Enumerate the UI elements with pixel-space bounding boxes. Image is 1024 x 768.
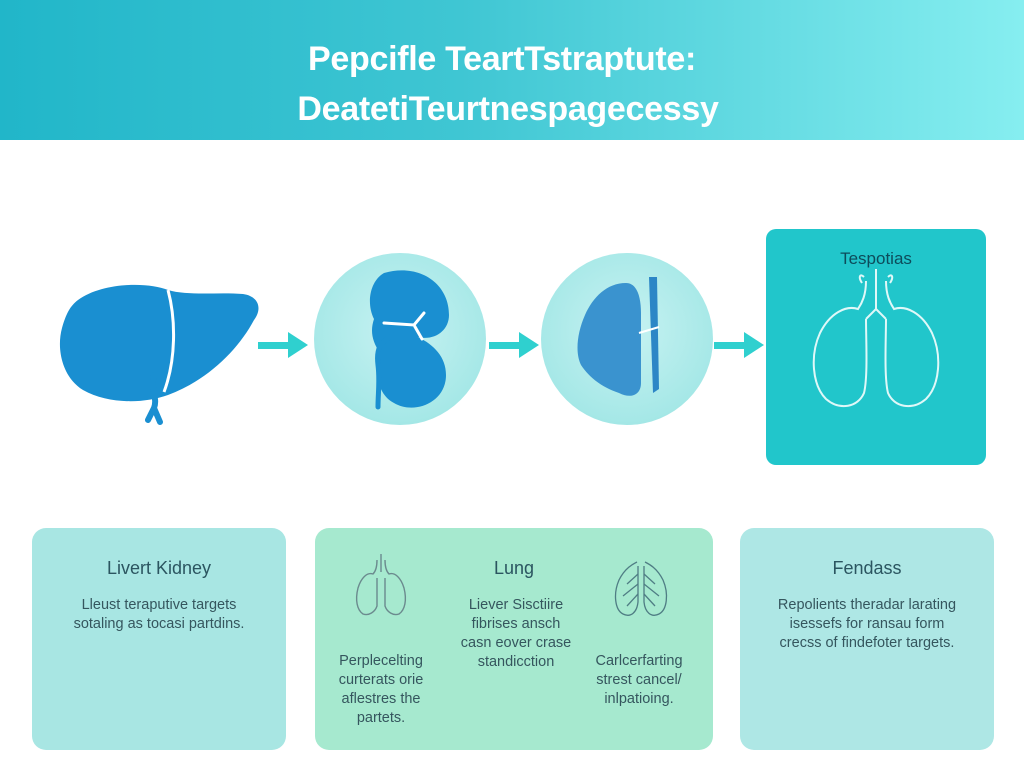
card-text-line: aflestres the (341, 691, 421, 707)
card-text-line: partets. (356, 710, 406, 726)
kidney-icon (369, 270, 449, 410)
card-center-text: Liever Sisctiire fibrises ansch casn eov… (431, 596, 601, 672)
flow-arrow-1-icon (258, 332, 308, 358)
card-text-line: curterats orie (338, 672, 424, 688)
card-title: Fendass (832, 558, 902, 578)
info-card-liver-kidney: Livert Kidney Lleust teraputive targets … (32, 528, 286, 750)
page-title-line-1: Pepcifle TeartTstraptute: (308, 40, 696, 78)
liver-icon (59, 284, 259, 425)
final-stage-box: Tespotias (766, 229, 986, 465)
card-title: Livert Kidney (106, 558, 212, 578)
card-text-line: casn eover crase (460, 635, 572, 651)
page-title-line-2: DeatetiTeurtnespagecessy (297, 90, 719, 128)
card-text-line: Lleust teraputive targets (81, 597, 237, 613)
card-text-line: standicction (477, 654, 555, 670)
card-text-line: crecss of findefoter targets. (779, 635, 955, 651)
lungs-bronchi-icon (614, 561, 668, 616)
flow-arrow-3-icon (714, 332, 764, 358)
card-text-line: inlpatioing. (604, 691, 674, 707)
lung-half-icon (577, 277, 660, 396)
card-text-line: sotaling as tocasi partdins. (73, 616, 245, 632)
lungs-icon (812, 269, 940, 408)
card-text-line: fibrises ansch (471, 616, 561, 632)
flow-arrow-2-icon (489, 332, 539, 358)
card-text-line: isessefs for ransau form (789, 616, 945, 632)
small-lungs-icon (355, 554, 407, 616)
card-text-line: Perplecelting (339, 653, 423, 669)
card-description: Repolients theradar larating isessefs fo… (740, 596, 994, 653)
card-text-line: Carlcerfarting (595, 653, 683, 669)
card-right-text: Carlcerfarting strest cancel/ inlpatioin… (577, 652, 701, 709)
card-text-line: Liever Sisctiire (468, 597, 564, 613)
card-text-line: strest cancel/ (596, 672, 682, 688)
card-description: Lleust teraputive targets sotaling as to… (32, 596, 286, 634)
card-title: Lung (493, 558, 535, 578)
info-card-fendass: Fendass Repolients theradar larating ise… (740, 528, 994, 750)
card-left-text: Perplecelting curterats orie aflestres t… (321, 652, 441, 728)
card-text-line: Repolients theradar larating (777, 597, 957, 613)
info-card-lung: Lung Liever Sisctiire fibrises ansch cas… (315, 528, 713, 750)
final-stage-label: Tespotias (840, 249, 912, 268)
header-banner: Pepcifle TeartTstraptute: DeatetiTeurtne… (0, 0, 1024, 140)
